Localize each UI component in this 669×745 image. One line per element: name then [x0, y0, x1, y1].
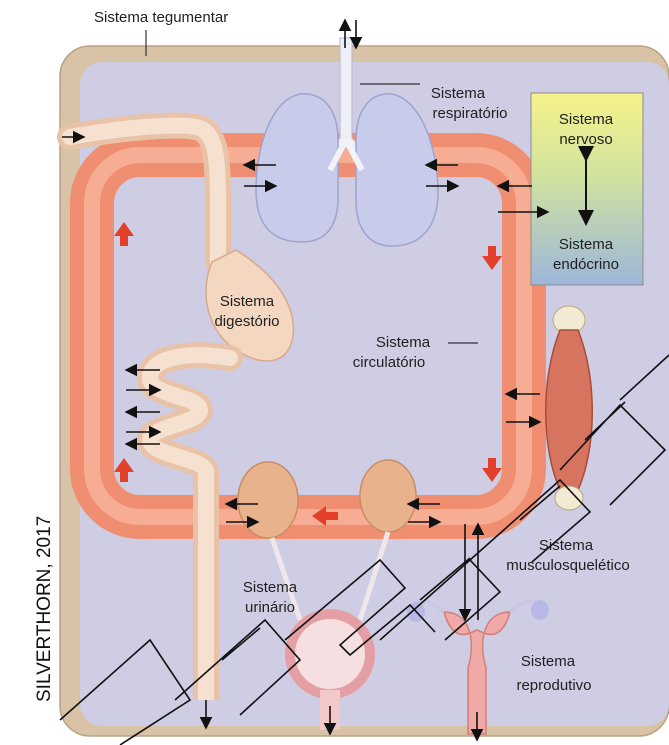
label-urinario-line1: Sistema [243, 579, 298, 596]
label-urinario-line2: urinário [245, 599, 295, 616]
label-reprodutivo-line1: Sistema [521, 653, 576, 670]
label-endocrino-line2: endócrino [553, 256, 619, 273]
muscle [546, 330, 593, 490]
label-reprodutivo-line2: reprodutivo [516, 677, 591, 694]
label-endocrino-line1: Sistema [559, 236, 614, 253]
label-digestorio-line1: Sistema [220, 293, 275, 310]
label-nervoso-line2: nervoso [559, 131, 612, 148]
label-circulatorio-line2: circulatório [353, 354, 426, 371]
label-digestorio-line2: digestório [214, 313, 279, 330]
label-nervoso-line1: Sistema [559, 111, 614, 128]
label-musculo-line1: Sistema [539, 537, 594, 554]
right-kidney [360, 460, 416, 532]
label-respiratorio-line2: respiratório [432, 105, 507, 122]
label-respiratorio-line1: Sistema [431, 85, 486, 102]
left-kidney [238, 462, 298, 538]
label-circulatorio-line1: Sistema [376, 334, 431, 351]
image-credit: SILVERTHORN, 2017 [34, 516, 55, 702]
label-musculo-line2: musculosquelético [506, 557, 629, 574]
label-tegumentar: Sistema tegumentar [94, 9, 228, 26]
